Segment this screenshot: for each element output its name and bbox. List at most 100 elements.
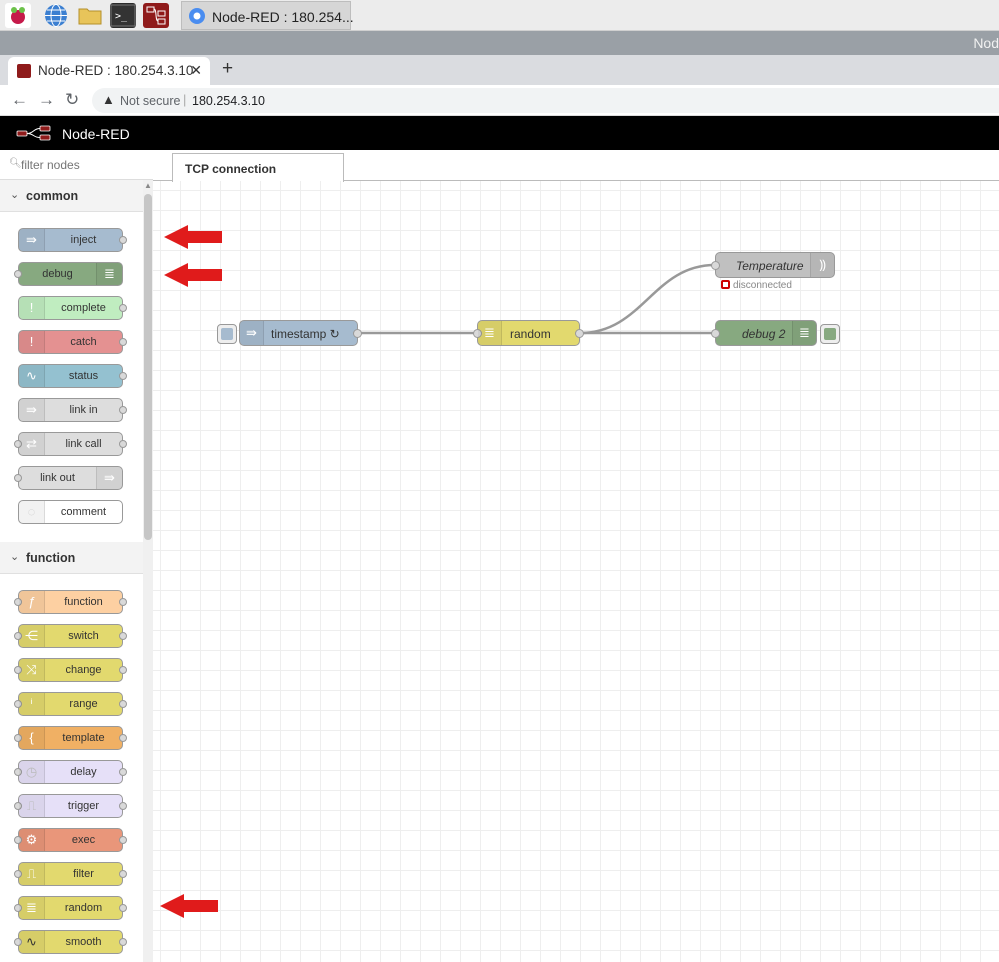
flow-node-timestamp[interactable]: ⇛ timestamp ↻ bbox=[217, 320, 362, 346]
node-label: complete bbox=[61, 302, 106, 314]
url-text: 180.254.3.10 bbox=[192, 94, 265, 108]
output-port bbox=[119, 338, 127, 346]
node-label: random bbox=[64, 902, 103, 914]
raspberry-menu-icon[interactable] bbox=[5, 3, 31, 28]
terminal-icon[interactable]: >_ bbox=[110, 3, 136, 28]
input-port[interactable] bbox=[473, 329, 482, 338]
scroll-up-icon[interactable]: ▲ bbox=[144, 181, 152, 190]
inject-button[interactable] bbox=[217, 324, 237, 344]
palette-node-complete[interactable]: ! complete bbox=[18, 296, 127, 320]
exclamation-icon: ! bbox=[19, 297, 45, 319]
palette-node-random[interactable]: ≣ random bbox=[14, 896, 127, 920]
address-bar[interactable]: ▲ Not secure | 180.254.3.10 bbox=[92, 88, 999, 113]
palette-node-link-call[interactable]: ⇄ link call bbox=[14, 432, 127, 456]
palette-node-change[interactable]: ⤨ change bbox=[14, 658, 127, 682]
node-red-favicon-icon bbox=[17, 64, 31, 78]
category-label: function bbox=[26, 551, 76, 565]
input-port bbox=[14, 700, 22, 708]
palette-node-link-out[interactable]: link out ⇛ bbox=[14, 466, 123, 490]
random-list-icon: ≣ bbox=[19, 897, 45, 919]
close-tab-icon[interactable]: ✕ bbox=[190, 62, 202, 78]
node-red-icon[interactable] bbox=[143, 3, 169, 28]
palette-node-debug[interactable]: debug ≣ bbox=[14, 262, 123, 286]
wire-random-temperature bbox=[579, 263, 716, 335]
curly-brace-icon: { bbox=[19, 727, 45, 749]
palette-category-common[interactable]: ⌄ common bbox=[0, 180, 143, 212]
palette-node-smooth[interactable]: ∿ smooth bbox=[14, 930, 127, 954]
flow-node-random[interactable]: ≣ random bbox=[473, 320, 584, 346]
output-port bbox=[119, 632, 127, 640]
arrow-in-icon: ⇛ bbox=[240, 321, 264, 345]
node-label: exec bbox=[71, 834, 96, 846]
node-label: link in bbox=[69, 404, 98, 416]
exclamation-icon: ! bbox=[19, 331, 45, 353]
palette-node-exec[interactable]: ⚙ exec bbox=[14, 828, 127, 852]
output-port bbox=[119, 304, 127, 312]
output-port bbox=[119, 440, 127, 448]
range-icon: ⁱ bbox=[19, 693, 45, 715]
flow-node-temperature[interactable]: Temperature ⸩ bbox=[711, 252, 835, 278]
flow-canvas[interactable]: ⇛ timestamp ↻ ≣ random Temperature ⸩ dis… bbox=[153, 181, 999, 962]
node-label: trigger bbox=[67, 800, 100, 812]
reload-icon[interactable]: ↻ bbox=[65, 90, 80, 109]
switch-icon: ⋲ bbox=[19, 625, 45, 647]
flow-tab-label: TCP connection bbox=[185, 162, 277, 176]
back-icon[interactable]: ← bbox=[11, 90, 28, 109]
filter-icon: ⎍ bbox=[19, 863, 45, 885]
tab-tcp-connection[interactable]: TCP connection bbox=[172, 153, 344, 182]
web-browser-icon[interactable] bbox=[43, 3, 69, 28]
palette-node-switch[interactable]: ⋲ switch bbox=[14, 624, 127, 648]
input-port[interactable] bbox=[711, 329, 720, 338]
palette-node-function[interactable]: ƒ function bbox=[14, 590, 127, 614]
function-icon: ƒ bbox=[19, 591, 45, 613]
node-red-header: Node-RED bbox=[0, 116, 999, 150]
palette-node-filter[interactable]: ⎍ filter bbox=[14, 862, 127, 886]
palette-node-status[interactable]: ∿ status bbox=[18, 364, 127, 388]
forward-icon[interactable]: → bbox=[38, 90, 55, 109]
warning-icon: ▲ bbox=[102, 92, 115, 107]
node-label: switch bbox=[68, 630, 99, 642]
filter-nodes-input[interactable] bbox=[21, 155, 146, 175]
output-port bbox=[119, 870, 127, 878]
palette-node-inject[interactable]: ⇛ inject bbox=[18, 228, 127, 252]
browser-tab[interactable]: Node-RED : 180.254.3.10 ✕ bbox=[8, 57, 210, 85]
file-manager-icon[interactable] bbox=[77, 3, 103, 28]
palette-common-nodes: ⇛ inject debug ≣ ! complete ! catch ∿ st… bbox=[0, 212, 143, 542]
shuffle-icon: ⤨ bbox=[19, 659, 45, 681]
scrollbar-thumb[interactable] bbox=[144, 194, 152, 540]
palette-node-comment[interactable]: ◌ comment bbox=[18, 500, 123, 524]
node-label: debug bbox=[42, 268, 73, 280]
output-port bbox=[119, 734, 127, 742]
output-port bbox=[119, 598, 127, 606]
palette-node-template[interactable]: { template bbox=[14, 726, 127, 750]
input-port bbox=[14, 870, 22, 878]
palette-node-trigger[interactable]: ⎍ trigger bbox=[14, 794, 127, 818]
input-port bbox=[14, 938, 22, 946]
palette-scrollbar[interactable]: ▲ bbox=[143, 180, 153, 962]
output-port[interactable] bbox=[575, 329, 584, 338]
new-tab-button[interactable]: + bbox=[222, 58, 234, 79]
status-dot-icon bbox=[721, 280, 730, 289]
output-port[interactable] bbox=[353, 329, 362, 338]
palette-node-link-in[interactable]: ⇛ link in bbox=[18, 398, 127, 422]
node-label: catch bbox=[70, 336, 97, 348]
node-label: filter bbox=[73, 868, 94, 880]
palette-node-range[interactable]: ⁱ range bbox=[14, 692, 127, 716]
browser-tab-title: Node-RED : 180.254.3.10 bbox=[38, 63, 194, 78]
palette-node-delay[interactable]: ◷ delay bbox=[14, 760, 127, 784]
output-port bbox=[119, 904, 127, 912]
workspace-tabs: TCP connection bbox=[153, 150, 999, 182]
annotation-arrow-random bbox=[160, 894, 218, 918]
flow-node-debug-2[interactable]: debug 2 ≣ bbox=[711, 320, 840, 346]
debug-toggle-button[interactable] bbox=[820, 324, 840, 344]
status-text: disconnected bbox=[733, 280, 792, 291]
input-port[interactable] bbox=[711, 261, 720, 270]
palette-category-function[interactable]: ⌄ function bbox=[0, 542, 143, 574]
input-port bbox=[14, 904, 22, 912]
node-label: timestamp ↻ bbox=[271, 327, 340, 341]
divider: | bbox=[183, 92, 187, 107]
palette-node-catch[interactable]: ! catch bbox=[18, 330, 127, 354]
trigger-icon: ⎍ bbox=[19, 795, 45, 817]
taskbar-active-window[interactable]: Node-RED : 180.254... bbox=[181, 1, 354, 30]
search-icon: 🔍︎ bbox=[9, 158, 22, 169]
